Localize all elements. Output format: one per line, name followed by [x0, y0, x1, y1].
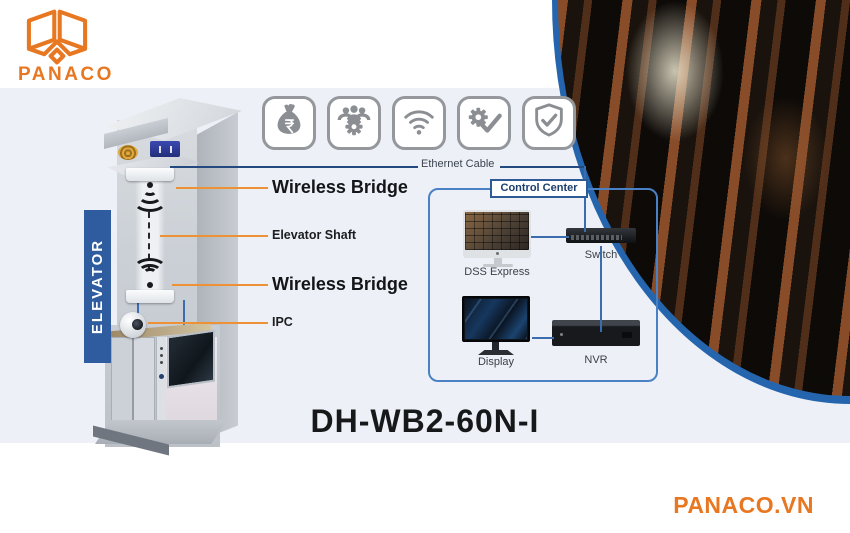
team-gear-icon [335, 102, 373, 145]
nvr-device [552, 320, 640, 346]
nvr-label: NVR [584, 354, 608, 366]
controller-box-icon [150, 141, 180, 157]
dss-video-wall-screen [465, 212, 529, 250]
leader-wireless-bridge-bottom [172, 284, 268, 286]
wifi-signal-up-icon [133, 258, 167, 290]
car-panel-buttons [160, 347, 163, 350]
wireless-bridge-top-label: Wireless Bridge [272, 177, 408, 197]
elevator-car [93, 322, 227, 456]
shield-check-icon [530, 102, 568, 145]
network-switch-device [566, 228, 636, 243]
dss-monitor-chin [465, 250, 529, 256]
ipc-label: IPC [272, 315, 293, 329]
elevator-banner: ELEVATOR [84, 210, 111, 363]
elevator-banner-text: ELEVATOR [89, 238, 106, 335]
control-center-title: Control Center [490, 179, 588, 198]
display-label: Display [477, 356, 515, 368]
display-monitor [462, 296, 530, 342]
money-bag-rupee-icon [270, 102, 308, 145]
leader-ipc [148, 322, 268, 324]
car-control-panel [156, 337, 166, 421]
product-model: DH-WB2-60N-I [310, 403, 540, 439]
line-display-to-nvr [532, 337, 554, 339]
ethernet-line-drop [584, 166, 586, 232]
dss-monitor-stand [494, 258, 502, 264]
ethernet-line-left [170, 166, 418, 168]
dss-express-monitor [463, 210, 531, 258]
display-screen [465, 299, 527, 339]
hoist-motor-icon [118, 145, 138, 160]
dss-monitor-base [483, 264, 513, 267]
line-dss-to-switch [531, 236, 569, 238]
display-stand-neck [492, 342, 499, 350]
dss-express-label: DSS Express [464, 266, 530, 278]
gear-check-icon [465, 102, 503, 145]
shield-check-icon-badge [522, 96, 576, 150]
car-glass-panel [167, 329, 215, 389]
elevator-shaft-dashed-line [148, 212, 150, 270]
wireless-bridge-device-bottom [126, 290, 174, 303]
elevator-shaft-label: Elevator Shaft [272, 228, 357, 242]
feature-badge [262, 96, 316, 150]
website-text: PANACO.VN [673, 492, 814, 518]
wireless-bridge-bottom-label: Wireless Bridge [272, 274, 408, 294]
ethernet-cable-label: Ethernet Cable [421, 158, 495, 170]
display-stand-foot [478, 350, 514, 355]
line-switch-to-nvr [600, 246, 602, 332]
wireless-bridge-device-top [126, 168, 174, 181]
leader-elevator-shaft [160, 235, 268, 237]
ethernet-line-right [500, 166, 586, 168]
wifi-signal-down-icon [133, 182, 167, 220]
feature-icon-row [262, 96, 576, 150]
panaco-logo-icon [20, 8, 94, 66]
car-doors [111, 337, 155, 423]
feature-badge [327, 96, 381, 150]
feature-badge [392, 96, 446, 150]
leader-wireless-bridge-top [176, 187, 268, 189]
panaco-logo-text: PANACO [18, 64, 114, 85]
feature-badge [457, 96, 511, 150]
wifi-icon [400, 102, 438, 145]
ipc-camera-icon [120, 312, 146, 338]
